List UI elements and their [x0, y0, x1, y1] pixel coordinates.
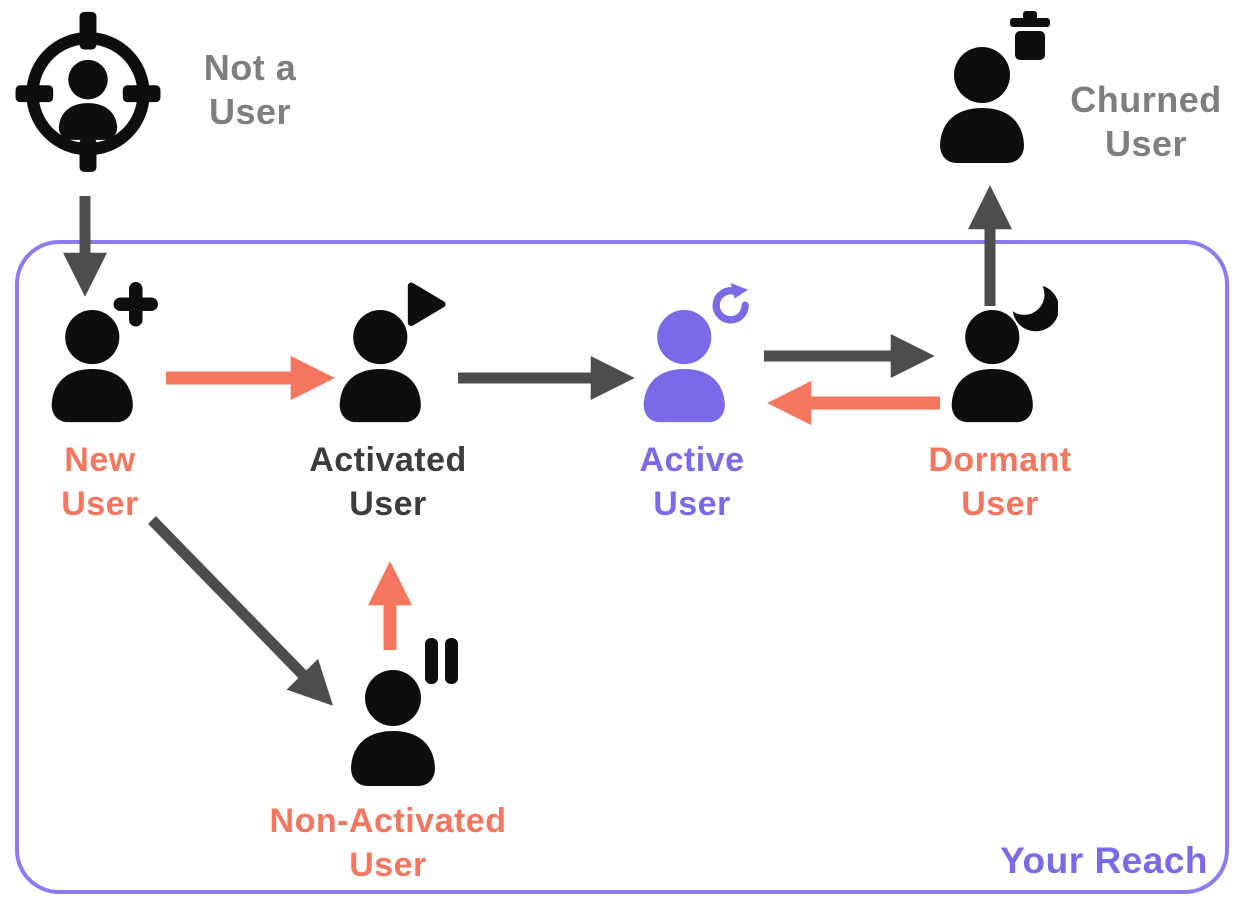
- node-dormant-user-label: Dormant User: [928, 441, 1072, 523]
- node-non-activated-user: Non-Activated User: [228, 638, 548, 887]
- churned-user-trash-icon: [940, 11, 1050, 163]
- node-new-user: New User: [0, 282, 200, 526]
- node-not-a-user-label: Not a User: [203, 47, 297, 132]
- node-new-user-label: New User: [61, 441, 139, 523]
- node-activated-user: Activated User: [288, 282, 488, 526]
- node-activated-user-label: Activated User: [309, 441, 467, 523]
- node-churned-user: [930, 8, 1050, 168]
- node-active-user: Active User: [592, 282, 792, 526]
- node-dormant-user: Dormant User: [900, 282, 1100, 526]
- dormant-user-moon-icon: [951, 284, 1059, 423]
- active-user-refresh-icon: [643, 282, 749, 423]
- node-churned-user-label: Churned User: [1070, 79, 1222, 164]
- new-user-plus-icon: [51, 282, 158, 423]
- activated-user-play-icon: [339, 282, 446, 423]
- node-not-a-user: [8, 4, 168, 174]
- target-user-icon: [15, 11, 161, 172]
- node-active-user-label: Active User: [639, 441, 745, 523]
- reach-boundary-box: [15, 240, 1229, 894]
- node-non-activated-user-label: Non-Activated User: [269, 802, 507, 884]
- non-activated-user-pause-icon: [351, 638, 458, 786]
- region-label: Your Reach: [1000, 840, 1208, 881]
